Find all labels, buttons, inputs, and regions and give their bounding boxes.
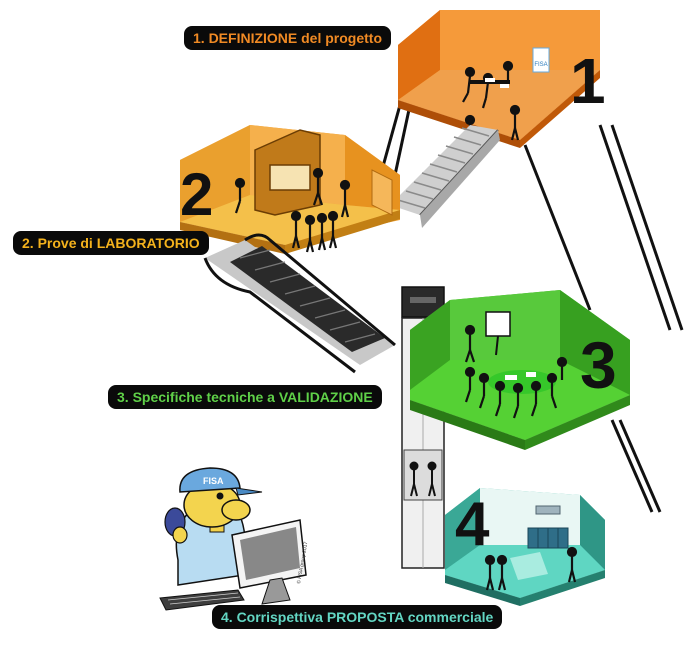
cap-logo-text: FISA: [203, 476, 224, 486]
mascot-operator: FISA © FISA group 2017: [159, 467, 309, 614]
room-1-number: 1: [570, 45, 606, 117]
room-4-number: 4: [455, 490, 490, 559]
room-3-number: 3: [580, 328, 617, 402]
room-2-laboratory: [180, 125, 400, 254]
room1-logo-text: FISA: [534, 62, 547, 68]
escalator: [203, 233, 396, 374]
support-legs: [380, 104, 684, 513]
step-1-label: 1. DEFINIZIONE del progetto: [184, 26, 392, 50]
step-2-label: 2. Prove di LABORATORIO: [13, 231, 209, 255]
room-3-validation: [410, 290, 630, 450]
room-4-commercial: [445, 488, 605, 606]
step-3-label: 3. Specifiche tecniche a VALIDAZIONE: [108, 385, 382, 409]
step-4-label: 4. Corrispettiva PROPOSTA commerciale: [212, 605, 503, 629]
staircase: [390, 125, 500, 228]
room-2-number: 2: [180, 161, 213, 228]
room1-logo-sign: [532, 47, 550, 73]
